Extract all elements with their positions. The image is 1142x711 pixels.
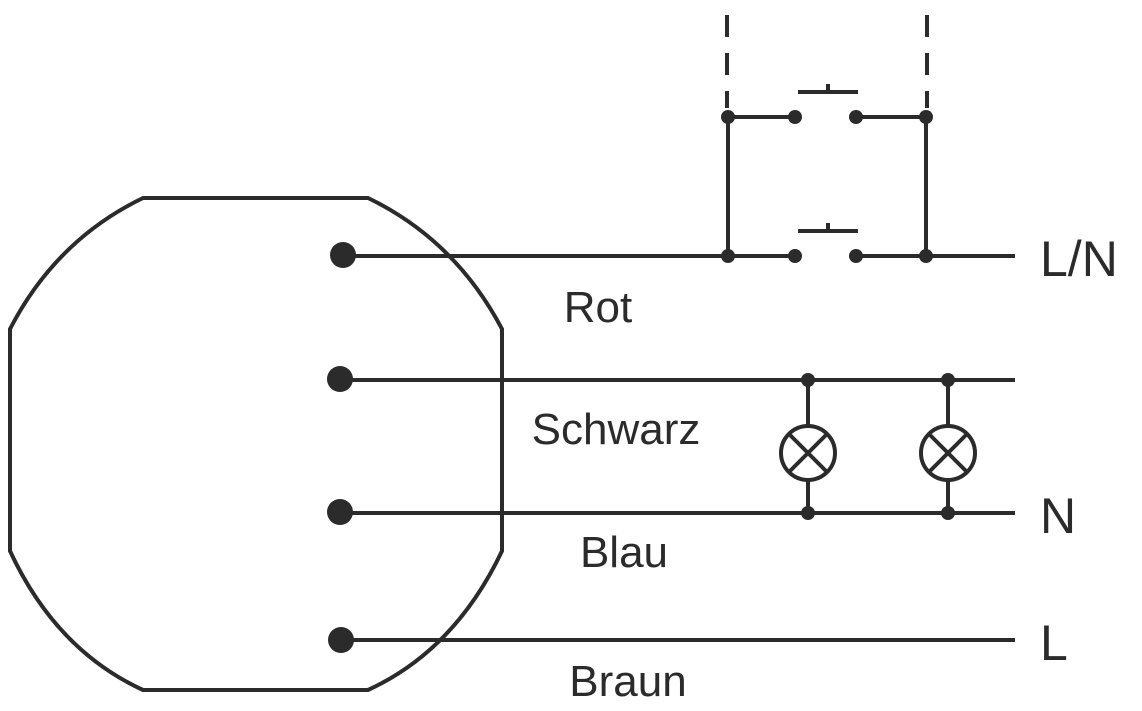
label-blau: Blau: [580, 528, 668, 577]
label-schwarz: Schwarz: [532, 405, 701, 454]
terminal-label-n: N: [1040, 488, 1076, 544]
lamp-1-symbol: [779, 373, 837, 520]
lamp-2-symbol: [919, 373, 977, 520]
push-button-2-symbol: [798, 223, 858, 233]
terminal-label-l: L: [1040, 615, 1068, 671]
label-braun: Braun: [569, 657, 686, 706]
device-housing: [8, 196, 504, 692]
push-button-circuit: [721, 15, 933, 263]
terminal-label-ln: L/N: [1040, 231, 1118, 287]
label-rot: Rot: [564, 283, 632, 332]
push-button-1-symbol: [798, 84, 858, 94]
